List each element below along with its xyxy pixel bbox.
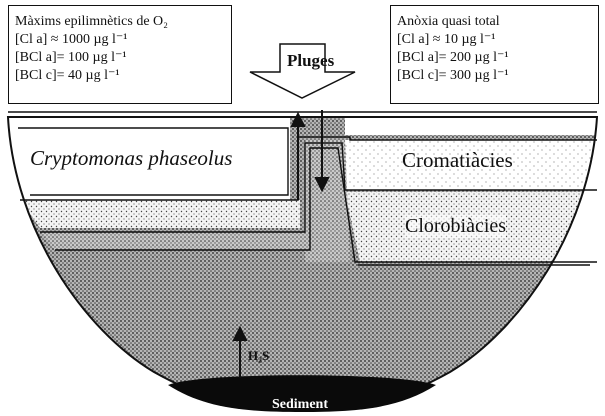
rain-label: Pluges — [287, 51, 334, 71]
right-box-line-1: Anòxia quasi total — [397, 14, 500, 29]
left-box-line-3: [BCl a]= 100 µg l⁻¹ — [15, 50, 127, 65]
left-box-line-4: [BCl c]= 40 µg l⁻¹ — [15, 68, 120, 83]
epilimnion-info-box: Màxims epilimnètics de O₂ [Cl a] ≈ 1000 … — [8, 5, 232, 104]
left-box-line-2: [Cl a] ≈ 1000 µg l⁻¹ — [15, 32, 128, 47]
epilimnion-right — [345, 117, 597, 135]
right-box-line-3: [BCl a]= 200 µg l⁻¹ — [397, 50, 509, 65]
right-box-line-4: [BCl c]= 300 µg l⁻¹ — [397, 68, 509, 83]
right-box-line-2: [Cl a] ≈ 10 µg l⁻¹ — [397, 32, 496, 47]
intermediate-band-left — [20, 200, 300, 228]
cromatiacies-label: Cromatiàcies — [402, 148, 513, 173]
h2s-label: H₂S — [248, 348, 269, 364]
clorobiacies-label: Clorobiàcies — [405, 215, 506, 238]
cryptomonas-label: Cryptomonas phaseolus — [30, 146, 232, 171]
sediment-label: Sediment — [272, 397, 328, 413]
dense-band-left — [40, 232, 305, 250]
left-box-line-1: Màxims epilimnètics de O₂ — [15, 14, 168, 29]
anoxia-info-box: Anòxia quasi total [Cl a] ≈ 10 µg l⁻¹ [B… — [390, 5, 599, 104]
